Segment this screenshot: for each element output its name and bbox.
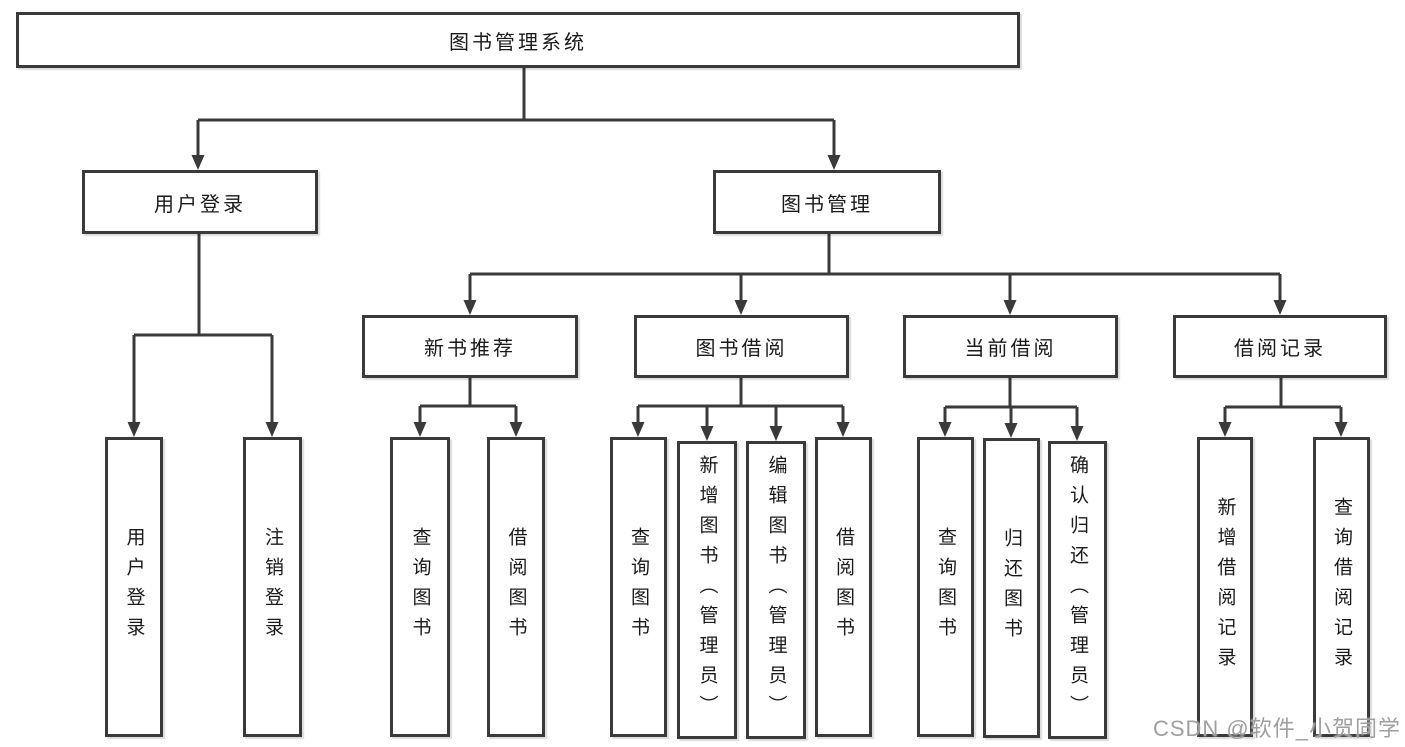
node-label: 图书借阅 [695, 338, 788, 360]
arrowheads [127, 155, 1348, 441]
connector-book-borrow-branch [636, 378, 845, 428]
connector-book-mgmt-branch [468, 234, 1282, 302]
node-book-management: 图书管理 [713, 170, 941, 234]
node-leaf-return-books: 归还图书 [983, 438, 1040, 738]
node-borrow-records: 借阅记录 [1173, 315, 1387, 378]
node-label: 用户登录 [123, 527, 145, 647]
node-leaf-borrow-query-books: 查询图书 [610, 437, 667, 737]
node-label: 归还图书 [1001, 528, 1022, 648]
node-label: 注销登录 [262, 527, 283, 647]
node-user-login: 用户登录 [82, 170, 318, 234]
node-leaf-confirm-return-admin: 确认归还（管理员） [1048, 441, 1107, 739]
node-book-borrow: 图书借阅 [634, 315, 849, 378]
node-label: 查询图书 [409, 527, 431, 647]
connector-root-to-level2 [196, 68, 836, 158]
node-leaf-logout: 注销登录 [243, 437, 302, 737]
node-current-borrow: 当前借阅 [903, 315, 1118, 378]
node-leaf-add-borrow-record: 新增借阅记录 [1197, 437, 1253, 737]
node-label: 图书管理 [781, 193, 873, 216]
connector-borrow-records-branch [1223, 378, 1343, 424]
csdn-watermark: CSDN @软件_小贺同学 [1152, 716, 1401, 741]
node-leaf-add-books-admin: 新增图书（管理员） [677, 441, 737, 739]
node-leaf-current-query-books: 查询图书 [917, 437, 974, 737]
node-label: 查询借阅记录 [1331, 497, 1352, 677]
node-label: 借阅图书 [505, 527, 527, 647]
node-label: 查询图书 [628, 527, 649, 647]
node-leaf-user-login: 用户登录 [105, 437, 163, 737]
node-leaf-borrow-books: 借阅图书 [815, 437, 872, 737]
node-label: 图书管理系统 [449, 31, 587, 54]
node-label: 借阅图书 [833, 527, 854, 647]
node-label: 新增图书（管理员） [696, 455, 718, 725]
node-label: 用户登录 [154, 193, 246, 216]
node-new-book-recommend: 新书推荐 [362, 315, 578, 378]
node-label: 查询图书 [935, 527, 956, 647]
node-leaf-query-borrow-record: 查询借阅记录 [1313, 437, 1370, 737]
node-label: 编辑图书（管理员） [765, 455, 787, 725]
connector-user-login-branch [132, 234, 274, 424]
node-system-root: 图书管理系统 [16, 12, 1020, 68]
connector-new-book-branch [418, 378, 518, 424]
node-leaf-edit-books-admin: 编辑图书（管理员） [746, 441, 806, 739]
node-label: 新增借阅记录 [1214, 497, 1236, 677]
node-label: 新书推荐 [424, 338, 516, 360]
node-leaf-recommend-borrow-books: 借阅图书 [487, 437, 545, 737]
node-label: 借阅记录 [1234, 338, 1326, 360]
connector-current-borrow-branch [943, 378, 1079, 428]
node-label: 确认归还（管理员） [1067, 455, 1088, 725]
node-label: 当前借阅 [964, 338, 1057, 360]
node-leaf-recommend-query-books: 查询图书 [390, 437, 450, 737]
